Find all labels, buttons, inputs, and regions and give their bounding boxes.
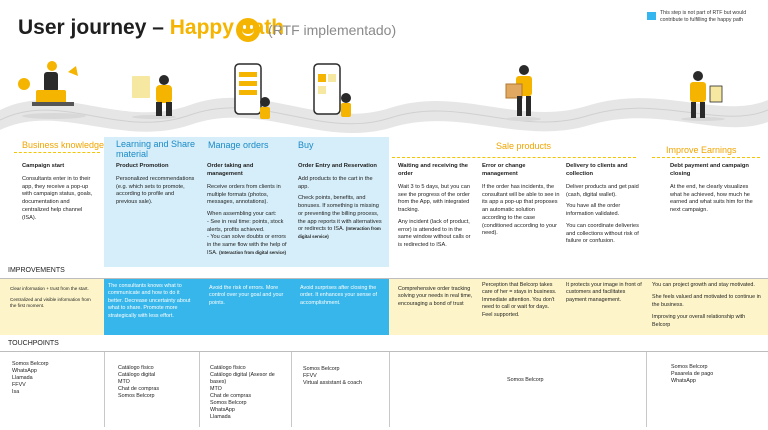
stage-divider: [14, 152, 100, 153]
improvements-label: IMPROVEMENTS: [8, 267, 65, 274]
improvement-band-right: [389, 279, 768, 335]
step-body: You can coordinate deliveries and collec…: [566, 222, 639, 245]
step-body: Deliver products and get paid (cash, dig…: [566, 183, 639, 198]
step-title: Waiting and receiving the order: [398, 163, 469, 177]
section-divider: [0, 351, 768, 352]
phone-cart-illustration: [313, 63, 351, 117]
stage-business-knowledge: Business knowledge: [22, 140, 105, 150]
step-order-taking: Order taking and management Receive orde…: [207, 163, 289, 257]
step-body: At the end, he clearly visualizes what h…: [670, 183, 753, 214]
step-body: Personalized recommendations (e.g. which…: [116, 175, 195, 206]
touchpoints-label: TOUCHPOINTS: [8, 340, 59, 347]
stage-buy: Buy: [298, 140, 314, 150]
step-body: Wait 3 to 5 days, but you can see the pr…: [398, 183, 470, 214]
improvement-band-left: [0, 279, 104, 335]
legend-swatch: [647, 12, 656, 20]
title-prefix: User journey –: [18, 16, 170, 39]
reading-person-illustration: [132, 75, 176, 119]
consultant-laptop-illustration: [18, 61, 86, 119]
step-body: You have all the order information valid…: [566, 203, 621, 218]
stage-sale-products: Sale products: [496, 141, 552, 151]
step-title: Delivery to clients and collection: [566, 163, 628, 177]
column-divider: [104, 352, 105, 427]
step-order-entry: Order Entry and Reservation Add products…: [298, 163, 382, 242]
stage-divider: [392, 157, 636, 158]
stage-manage-orders: Manage orders: [208, 140, 269, 150]
page-subtitle: (RTF implementado): [268, 22, 397, 38]
rtf-exclusion-improvement-band: [104, 279, 389, 335]
step-note: (Interaction from digital service): [298, 226, 381, 240]
step-title: Order taking and management: [207, 163, 254, 177]
column-divider: [199, 352, 200, 427]
journey-wave-graphic: [0, 97, 768, 134]
improvement-learning-share: The consultants knows what to communicat…: [108, 283, 191, 319]
step-body: Check points, benefits, and bonuses. If …: [298, 195, 382, 240]
step-body: When assembling your cart:: [207, 211, 277, 218]
smiley-icon: [236, 18, 260, 42]
step-note: (Interaction from digital service): [219, 249, 286, 255]
step-delivery: Delivery to clients and collection Deliv…: [566, 163, 644, 250]
section-divider: [0, 278, 768, 279]
step-title: Error or change management: [482, 163, 526, 177]
improvement-waiting-order: Comprehensive order tracking solving you…: [398, 286, 473, 307]
stage-learning-share: Learning and Share material: [116, 139, 196, 160]
improvement-error-change: Perception that Belcorp takes care of he…: [482, 282, 557, 318]
step-debt-payment: Debt payment and campaign closing At the…: [670, 163, 754, 219]
step-body: - You can solve doubts or errors in the …: [207, 234, 287, 256]
improvement-manage-orders: Avoid the risk of errors. More control o…: [209, 285, 284, 306]
column-divider: [389, 352, 390, 427]
improvement-business-knowledge: Clear information + trust from the start…: [10, 286, 91, 309]
title-happy-path: Happy path: [169, 16, 285, 39]
step-error-change: Error or change management If the order …: [482, 163, 560, 242]
step-body: - See in real time: points, stock alerts…: [207, 218, 284, 233]
column-divider: [291, 352, 292, 427]
column-divider: [646, 352, 647, 427]
legend-text: This step is not part of RTF but would c…: [660, 10, 747, 23]
step-body: Receive orders from clients in multiple …: [207, 183, 281, 206]
earnings-illustration: [681, 71, 725, 121]
stage-improve-earnings: Improve Earnings: [666, 145, 737, 155]
improvement-delivery: It protects your image in front of custo…: [566, 282, 642, 303]
step-body: Add products to the cart in the app.: [298, 175, 373, 190]
step-body: Any incident (lack of product, error) is…: [398, 218, 471, 248]
rtf-exclusion-highlight: [104, 137, 389, 267]
step-campaign-start: Campaign start Consultants enter in to t…: [22, 163, 98, 226]
step-waiting-order: Waiting and receiving the order Wait 3 t…: [398, 163, 476, 254]
step-product-promotion: Product Promotion Personalized recommend…: [116, 163, 196, 211]
step-title: Product Promotion: [116, 163, 169, 169]
step-title: Order Entry and Reservation: [298, 163, 377, 169]
improvement-buy: Avoid surprises after closing the order.…: [300, 285, 378, 306]
step-body: Consultants enter in to their app, they …: [22, 175, 93, 221]
phone-orders-illustration: [234, 63, 270, 119]
stage-divider: [652, 157, 760, 158]
delivery-box-illustration: [505, 65, 541, 121]
touchpoints-sale-products: Somos Belcorp: [507, 377, 544, 383]
step-title: Campaign start: [22, 163, 65, 169]
step-body: If the order has incidents, the consulta…: [482, 183, 560, 237]
step-title: Debt payment and campaign closing: [670, 163, 749, 177]
improvement-earnings: You can project growth and stay motivate…: [652, 282, 761, 328]
